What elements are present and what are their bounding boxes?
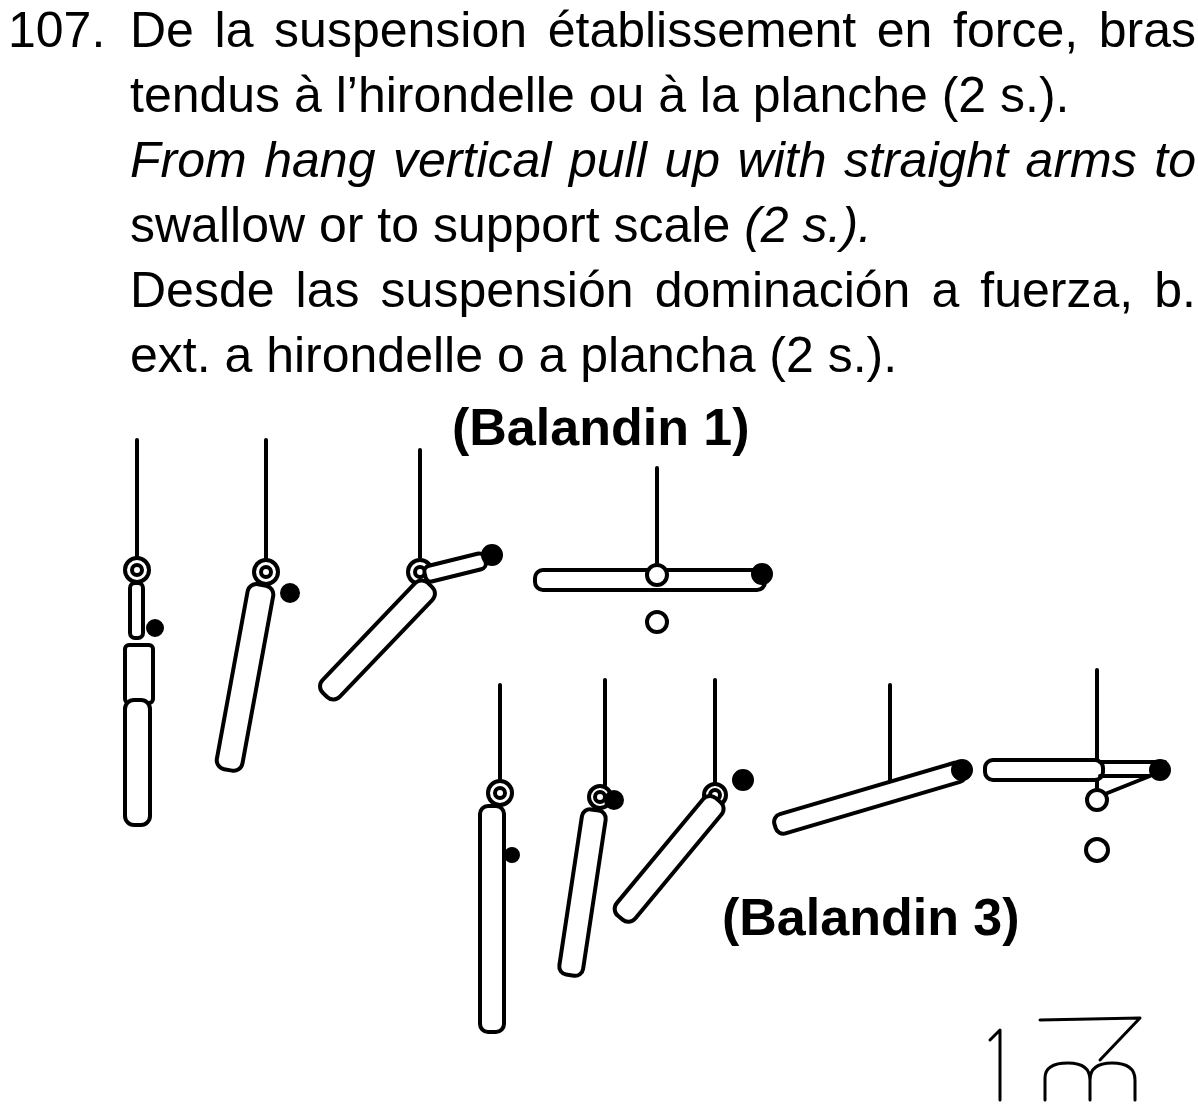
figure-part xyxy=(488,781,512,805)
figure-part xyxy=(990,1030,1000,1100)
figure-part xyxy=(130,583,143,638)
support-scale-figure xyxy=(985,670,1169,861)
element-number: 107. xyxy=(8,0,105,63)
swallow-figure xyxy=(535,468,771,632)
figure-part xyxy=(418,450,422,558)
figure-part xyxy=(1086,839,1108,861)
variant-label: (Balandin 3) xyxy=(722,887,1020,947)
figure-part xyxy=(1151,761,1169,779)
figure-part xyxy=(148,621,162,635)
figure-part xyxy=(1087,790,1107,810)
figure-part xyxy=(125,558,149,582)
handwritten-mark xyxy=(990,1018,1140,1100)
figure-part xyxy=(655,468,659,563)
text-line: Desde las suspensión dominación a fuerza… xyxy=(130,262,1196,383)
figure-part xyxy=(1045,1063,1135,1100)
figure-part xyxy=(215,583,275,773)
figure-part xyxy=(606,792,622,808)
description-french: De la suspension établissement en force,… xyxy=(130,0,1196,128)
figure-part xyxy=(558,808,607,977)
description-spanish: Desde las suspensión dominación a fuerza… xyxy=(130,258,1196,388)
text-line: (Balandin 1) xyxy=(452,398,750,456)
figure-part xyxy=(734,771,752,789)
figure-part xyxy=(647,565,667,585)
figure-part xyxy=(483,546,501,564)
figure-part xyxy=(647,612,667,632)
text-line: (2 s.). xyxy=(744,197,872,253)
pull-figure xyxy=(316,450,501,703)
rising-figure xyxy=(772,685,971,836)
figure-part xyxy=(282,585,298,601)
text-line: (Balandin 3) xyxy=(722,888,1020,946)
figure-part xyxy=(125,700,150,825)
hang-figure xyxy=(480,685,518,1032)
figure-part xyxy=(132,565,142,575)
figure-part xyxy=(423,552,487,583)
text-line: 107. xyxy=(8,2,105,58)
figure-part xyxy=(135,440,139,556)
pull-figure xyxy=(558,680,622,977)
figure-part xyxy=(261,567,271,577)
figure-part xyxy=(772,761,968,836)
figure-part xyxy=(495,788,505,798)
hang-figure xyxy=(125,440,162,825)
pull-figure xyxy=(215,440,298,772)
figure-part xyxy=(953,761,971,779)
figure-part xyxy=(506,849,518,861)
figure-part xyxy=(125,440,1169,1100)
variant-label: (Balandin 1) xyxy=(452,397,750,457)
text-line: From hang vertical pull up with straight… xyxy=(130,132,1196,188)
figure-part xyxy=(603,680,607,785)
figure-part xyxy=(753,565,771,583)
figure-part xyxy=(595,792,605,802)
figure-part xyxy=(498,685,502,780)
figure-part xyxy=(254,560,278,584)
figure-part xyxy=(480,806,504,1032)
figure-part xyxy=(1040,1018,1140,1060)
figure-part xyxy=(316,577,438,703)
figure-part xyxy=(264,440,268,558)
text-line: swallow or to support scale xyxy=(130,197,730,253)
figure-part xyxy=(713,680,717,783)
description-english: From hang vertical pull up with straight… xyxy=(130,128,1196,258)
text-line: De la suspension établissement en force,… xyxy=(130,2,1196,123)
figure-part xyxy=(611,792,727,925)
figure-part xyxy=(985,760,1103,780)
figure-part xyxy=(125,645,153,703)
